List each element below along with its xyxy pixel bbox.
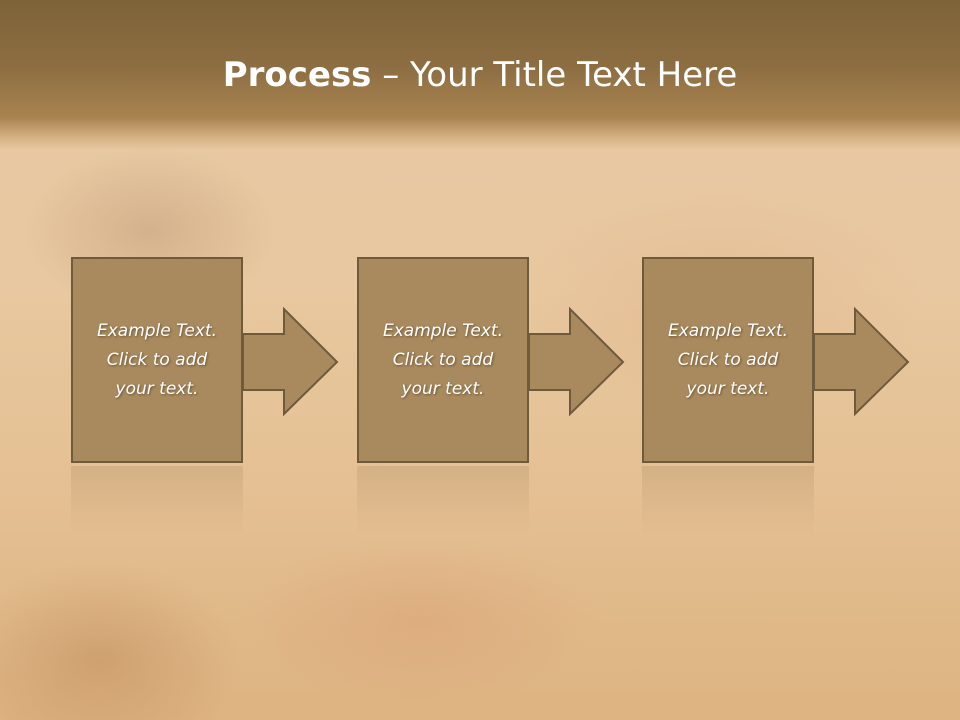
step-1-reflection (71, 466, 243, 536)
step-1-text: Example Text. Click to add your text. (96, 320, 218, 399)
step-3-text: Example Text. Click to add your text. (667, 320, 789, 399)
title-bold: Process (222, 55, 372, 95)
process-step-2[interactable]: Example Text. Click to add your text. (357, 257, 529, 463)
step-2-reflection (357, 466, 529, 536)
arrow-icon-3 (813, 306, 910, 417)
title-rest: – Your Title Text Here (371, 55, 738, 95)
step-3-reflection (642, 466, 814, 536)
process-step-1[interactable]: Example Text. Click to add your text. (71, 257, 243, 463)
arrow-icon-1 (242, 306, 339, 417)
slide-title[interactable]: Process – Your Title Text Here (0, 52, 960, 98)
process-step-3[interactable]: Example Text. Click to add your text. (642, 257, 814, 463)
title-band (0, 0, 960, 150)
step-2-text: Example Text. Click to add your text. (382, 320, 504, 399)
arrow-icon-2 (528, 306, 625, 417)
